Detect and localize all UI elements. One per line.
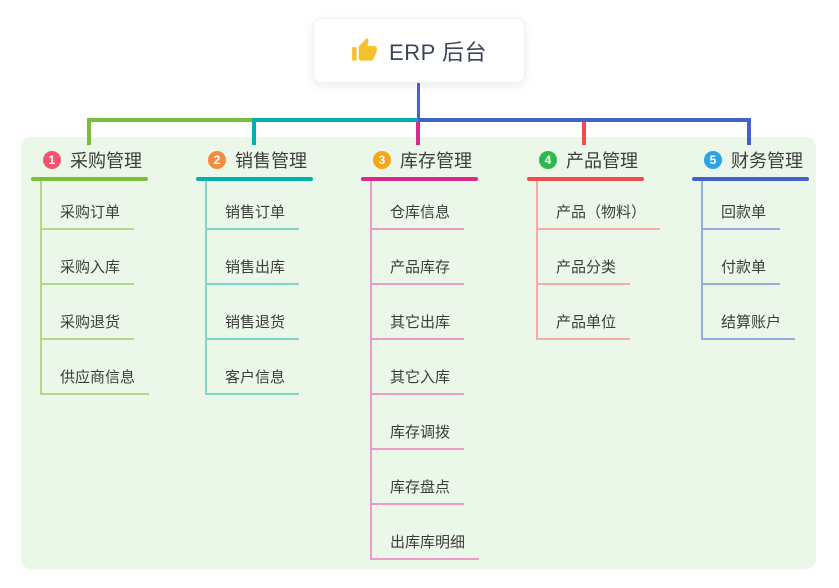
child-label: 出库库明细 bbox=[372, 531, 480, 560]
branch-underline bbox=[196, 177, 313, 181]
child-node-other-inbound[interactable]: 其它入库 bbox=[372, 340, 521, 395]
branch-children: 销售订单 销售出库 销售退货 客户信息 bbox=[205, 181, 356, 395]
branch-title[interactable]: 2 销售管理 bbox=[196, 145, 356, 175]
child-node-receipt-doc[interactable]: 回款单 bbox=[703, 181, 839, 230]
branch-underline bbox=[527, 177, 644, 181]
child-node-purchase-order[interactable]: 采购订单 bbox=[42, 181, 191, 230]
child-label: 产品（物料） bbox=[538, 201, 661, 230]
child-label: 产品库存 bbox=[372, 256, 465, 285]
branch-children: 仓库信息 产品库存 其它出库 其它入库 库存调拨 库存盘点 出库库明细 bbox=[370, 181, 521, 560]
child-node-purchase-inbound[interactable]: 采购入库 bbox=[42, 230, 191, 285]
branch-number-badge: 1 bbox=[43, 151, 61, 169]
connector-trunk-right bbox=[418, 118, 751, 122]
connector-trunk-middle bbox=[253, 118, 418, 122]
thumbs-up-icon bbox=[351, 37, 378, 64]
child-node-stock-transfer[interactable]: 库存调拨 bbox=[372, 395, 521, 450]
child-label: 销售订单 bbox=[207, 201, 300, 230]
child-label: 其它入库 bbox=[372, 366, 465, 395]
branch-children: 产品（物料） 产品分类 产品单位 bbox=[536, 181, 687, 340]
child-label: 产品分类 bbox=[538, 256, 631, 285]
branch-title-label: 财务管理 bbox=[731, 151, 803, 171]
child-node-product-stock[interactable]: 产品库存 bbox=[372, 230, 521, 285]
child-node-sales-order[interactable]: 销售订单 bbox=[207, 181, 356, 230]
child-label: 采购入库 bbox=[42, 256, 135, 285]
branch-number-badge: 3 bbox=[373, 151, 391, 169]
child-label: 客户信息 bbox=[207, 366, 300, 395]
branch-title-label: 库存管理 bbox=[400, 151, 472, 171]
connector-trunk-left bbox=[87, 118, 253, 122]
branch-number-badge: 2 bbox=[208, 151, 226, 169]
child-node-other-outbound[interactable]: 其它出库 bbox=[372, 285, 521, 340]
child-label: 仓库信息 bbox=[372, 201, 465, 230]
branch-finance: 5 财务管理 回款单 付款单 结算账户 bbox=[692, 145, 839, 340]
child-label: 采购退货 bbox=[42, 311, 135, 340]
child-node-product-material[interactable]: 产品（物料） bbox=[538, 181, 687, 230]
branch-number-badge: 5 bbox=[704, 151, 722, 169]
branch-purchase: 1 采购管理 采购订单 采购入库 采购退货 供应商信息 bbox=[31, 145, 191, 395]
connector-root-line bbox=[417, 82, 420, 119]
child-label: 采购订单 bbox=[42, 201, 135, 230]
child-label: 库存盘点 bbox=[372, 476, 465, 505]
child-node-purchase-return[interactable]: 采购退货 bbox=[42, 285, 191, 340]
child-node-payment-doc[interactable]: 付款单 bbox=[703, 230, 839, 285]
connector-drop-inventory bbox=[416, 122, 420, 145]
connector-drop-sales bbox=[252, 118, 256, 145]
branch-underline bbox=[361, 177, 478, 181]
child-node-warehouse-info[interactable]: 仓库信息 bbox=[372, 181, 521, 230]
child-node-outbound-detail[interactable]: 出库库明细 bbox=[372, 505, 521, 560]
branch-underline bbox=[692, 177, 809, 181]
branch-title[interactable]: 1 采购管理 bbox=[31, 145, 191, 175]
connector-drop-product bbox=[582, 122, 586, 145]
connector-drop-finance bbox=[747, 118, 751, 145]
child-node-product-unit[interactable]: 产品单位 bbox=[538, 285, 687, 340]
branch-title[interactable]: 5 财务管理 bbox=[692, 145, 839, 175]
child-node-customer-info[interactable]: 客户信息 bbox=[207, 340, 356, 395]
branch-title-label: 产品管理 bbox=[566, 151, 638, 171]
child-label: 回款单 bbox=[703, 201, 781, 230]
branch-title[interactable]: 4 产品管理 bbox=[527, 145, 687, 175]
branch-inventory: 3 库存管理 仓库信息 产品库存 其它出库 其它入库 库存调拨 库存盘点 出库库… bbox=[361, 145, 521, 560]
branch-product: 4 产品管理 产品（物料） 产品分类 产品单位 bbox=[527, 145, 687, 340]
child-label: 付款单 bbox=[703, 256, 781, 285]
connector-drop-purchase bbox=[87, 118, 91, 145]
branch-children: 采购订单 采购入库 采购退货 供应商信息 bbox=[40, 181, 191, 395]
child-label: 供应商信息 bbox=[42, 366, 150, 395]
child-label: 产品单位 bbox=[538, 311, 631, 340]
child-label: 结算账户 bbox=[703, 311, 796, 340]
child-node-sales-return[interactable]: 销售退货 bbox=[207, 285, 356, 340]
branch-sales: 2 销售管理 销售订单 销售出库 销售退货 客户信息 bbox=[196, 145, 356, 395]
child-node-settlement-account[interactable]: 结算账户 bbox=[703, 285, 839, 340]
branch-title-label: 销售管理 bbox=[235, 151, 307, 171]
child-node-supplier-info[interactable]: 供应商信息 bbox=[42, 340, 191, 395]
branch-underline bbox=[31, 177, 148, 181]
branch-title-label: 采购管理 bbox=[70, 151, 142, 171]
child-node-product-category[interactable]: 产品分类 bbox=[538, 230, 687, 285]
branch-number-badge: 4 bbox=[539, 151, 557, 169]
branch-title[interactable]: 3 库存管理 bbox=[361, 145, 521, 175]
child-node-sales-outbound[interactable]: 销售出库 bbox=[207, 230, 356, 285]
child-label: 销售出库 bbox=[207, 256, 300, 285]
child-label: 库存调拨 bbox=[372, 421, 465, 450]
branch-children: 回款单 付款单 结算账户 bbox=[701, 181, 839, 340]
child-label: 其它出库 bbox=[372, 311, 465, 340]
child-node-stock-taking[interactable]: 库存盘点 bbox=[372, 450, 521, 505]
branches-panel bbox=[21, 137, 816, 569]
root-label: ERP 后台 bbox=[389, 39, 487, 65]
child-label: 销售退货 bbox=[207, 311, 300, 340]
root-node[interactable]: ERP 后台 bbox=[313, 18, 525, 83]
